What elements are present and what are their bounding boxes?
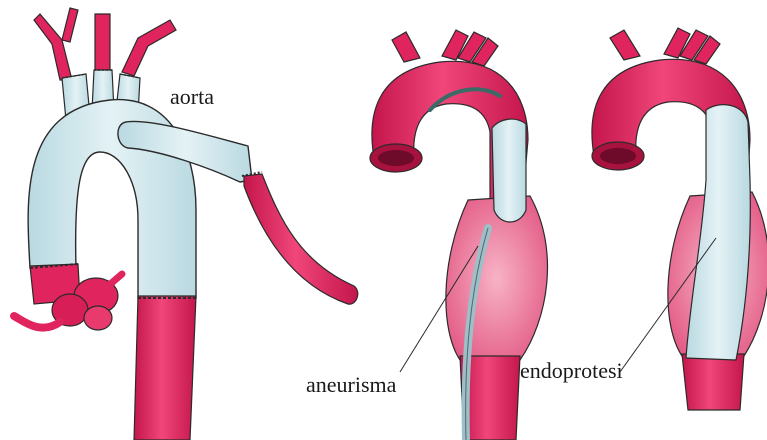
- label-aorta: aorta: [170, 84, 214, 109]
- descending-aorta: [134, 296, 196, 440]
- distal-vessel: [244, 174, 358, 304]
- sheathed-stent-graft: [492, 119, 526, 222]
- branch-vessels-3: [610, 28, 720, 64]
- descending-aorta-3: [682, 354, 744, 410]
- label-endoprosthesis: endoprotesi: [520, 358, 623, 383]
- panel-stent-deployed: endoprotesi: [520, 28, 767, 410]
- aneurysm-bulge-2: [446, 196, 548, 360]
- panel-stent-delivery: aneurisma: [306, 30, 548, 440]
- label-aneurysm: aneurisma: [306, 372, 397, 397]
- branch-vessels-2: [392, 30, 498, 66]
- branch-vessels: [34, 8, 176, 80]
